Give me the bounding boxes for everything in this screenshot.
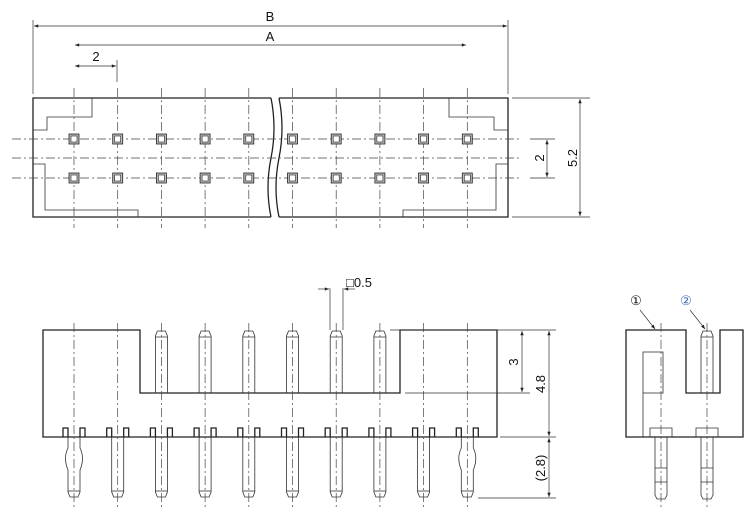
pin-top-inner	[376, 174, 384, 182]
pin-top-inner	[332, 135, 340, 143]
side-view: ① ②	[625, 293, 744, 510]
pin-top-inner	[158, 135, 165, 143]
side-inner-slot	[642, 351, 664, 394]
pin-top-inner	[245, 174, 253, 182]
pin-top-inner	[114, 135, 121, 143]
top-view: B A 2 2 5.2	[12, 9, 590, 228]
right-keys	[402, 98, 508, 217]
pin-top-inner	[420, 135, 427, 143]
pin-top-inner	[463, 135, 471, 143]
pin-top-inner	[289, 174, 296, 182]
top-body-outline	[32, 97, 509, 218]
break-line	[267, 97, 283, 218]
pin-top-inner	[245, 135, 253, 143]
dim-depth-label: 5.2	[565, 149, 580, 167]
pin-top-inner	[70, 174, 78, 182]
callout-1-leader	[639, 309, 656, 330]
pin-top-inner	[70, 135, 78, 143]
dim-B-label: B	[266, 9, 275, 24]
dim-body-height-label: 4.8	[533, 375, 548, 393]
left-keys	[33, 98, 139, 217]
pin-top-inner	[114, 174, 121, 182]
pin-top-inner	[463, 174, 471, 182]
callout-2: ②	[680, 293, 692, 308]
pin-top-inner	[289, 135, 296, 143]
pin-top-inner	[420, 174, 427, 182]
dim-pitch-label: 2	[92, 49, 99, 64]
pin-top-inner	[201, 135, 209, 143]
dim-row-pitch-label: 2	[532, 154, 547, 161]
side-body-outline	[625, 329, 744, 438]
front-body-outline	[42, 329, 498, 438]
dim-exposed-label: 3	[506, 358, 521, 365]
callout-2-leader	[689, 309, 706, 330]
pin-top-inner	[332, 174, 340, 182]
dim-pin-size-label: □0.5	[346, 275, 372, 290]
pin-top-inner	[201, 174, 209, 182]
callout-1: ①	[630, 293, 642, 308]
pin-top-inner	[376, 135, 384, 143]
dim-A-label: A	[266, 29, 275, 44]
front-view: □0.5 3 4.8 (2.8)	[42, 275, 556, 510]
pin-top-inner	[158, 174, 165, 182]
dim-tail-label: (2.8)	[533, 455, 548, 482]
